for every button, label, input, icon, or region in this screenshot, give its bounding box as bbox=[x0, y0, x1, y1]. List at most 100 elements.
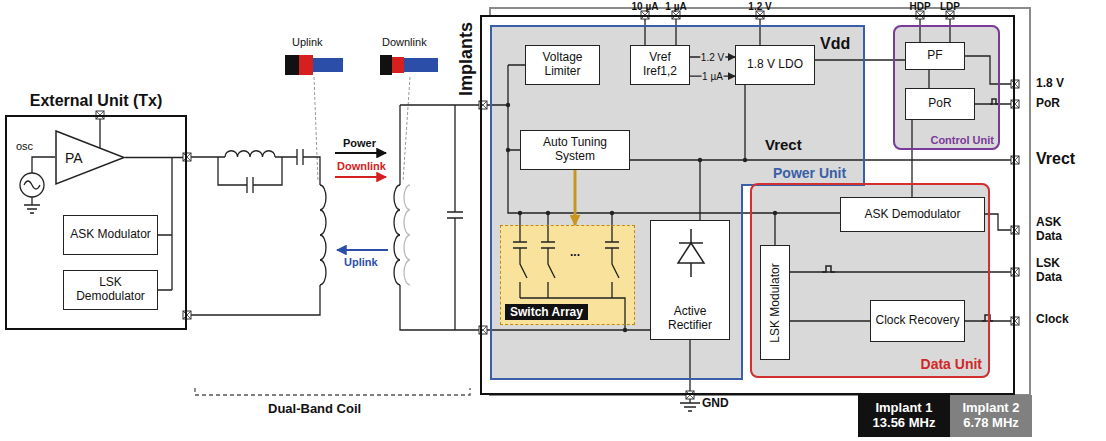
link-arrow bbox=[337, 249, 388, 251]
signal-label: ASK Data bbox=[1036, 216, 1084, 244]
signal-label: HDP bbox=[909, 1, 930, 13]
junction-dot bbox=[506, 148, 510, 152]
signal-label: 1.2 V bbox=[748, 1, 771, 13]
node-label: Auto Tuning System bbox=[524, 136, 626, 164]
signal-label: LSK Data bbox=[1036, 257, 1084, 285]
signal-label: osc bbox=[16, 140, 33, 153]
signal-label: Dual-Band Coil bbox=[268, 402, 361, 417]
pin-pad bbox=[96, 11, 1019, 399]
process-box: 1.8 V LDO bbox=[735, 45, 815, 85]
wire bbox=[20, 173, 44, 197]
signal-label: Downlink bbox=[382, 36, 427, 49]
coil-photo bbox=[285, 55, 438, 182]
signal-label: Vdd bbox=[820, 35, 850, 53]
implant-tab: Implant 1 13.56 MHz bbox=[858, 395, 950, 437]
junction-dot bbox=[773, 211, 777, 215]
link-arrow bbox=[335, 153, 388, 250]
link-arrow bbox=[335, 152, 386, 154]
signal-label: Uplink bbox=[292, 36, 323, 49]
junction-dot bbox=[698, 158, 702, 162]
signal-label: GND bbox=[702, 397, 729, 411]
pin-pad bbox=[1011, 226, 1019, 234]
coil-photo bbox=[313, 58, 343, 72]
signal-label: Uplink bbox=[344, 256, 378, 269]
node-label: Control Unit bbox=[930, 134, 994, 146]
coil-photo bbox=[285, 55, 299, 75]
pin-pad bbox=[1011, 268, 1019, 276]
node-label: LSK Demodulator bbox=[67, 276, 154, 304]
region-fill bbox=[750, 183, 990, 378]
signal-connector bbox=[928, 70, 929, 88]
coil-photo bbox=[404, 58, 438, 72]
wire bbox=[822, 99, 998, 321]
node-label: Implant 1 13.56 MHz bbox=[860, 401, 948, 431]
wire bbox=[320, 185, 326, 285]
wire bbox=[483, 298, 650, 330]
node-label: ASK Demodulator bbox=[864, 208, 960, 222]
coil-photo bbox=[299, 55, 313, 75]
amplifier-symbol: PA bbox=[55, 130, 125, 185]
signal-connector bbox=[815, 59, 905, 60]
pin-pad bbox=[183, 153, 191, 161]
process-box: Vref Iref1,2 bbox=[630, 45, 690, 85]
signal-label: LDP bbox=[940, 1, 960, 13]
process-box: LSK Modulator bbox=[760, 245, 790, 360]
wire bbox=[218, 157, 282, 193]
wire bbox=[32, 115, 187, 290]
wire bbox=[645, 15, 950, 45]
node-label: External Unit (Tx) bbox=[7, 92, 185, 110]
coil-photo bbox=[380, 55, 392, 75]
signal-label: PoR bbox=[1036, 97, 1060, 111]
node-label: Power Unit bbox=[773, 165, 846, 181]
signal-connector bbox=[911, 120, 912, 197]
node-label: LSK Modulator bbox=[768, 263, 782, 342]
process-box: Voltage Limiter bbox=[525, 45, 600, 85]
wire bbox=[20, 15, 1012, 411]
pin-pad bbox=[1011, 80, 1019, 88]
wire bbox=[447, 105, 463, 330]
process-box: Clock Recovery bbox=[870, 300, 965, 342]
pin-pad bbox=[1011, 100, 1019, 108]
wire bbox=[483, 65, 840, 213]
wire bbox=[680, 340, 700, 411]
chip-box: ImplantsPower UnitVoltage LimiterVref Ir… bbox=[480, 15, 1015, 395]
junction-dot bbox=[506, 103, 510, 107]
node-label: Vref Iref1,2 bbox=[634, 51, 686, 79]
process-box: LSK Demodulator bbox=[63, 270, 158, 310]
edge-label: 1.2 V bbox=[700, 52, 725, 63]
unit-region: Power Unit Voltage Limiter Vref Iref1,2 1.8… bbox=[490, 25, 865, 380]
unit-region: Data Unit ASK DemodulatorLSK Modulator Clo… bbox=[750, 183, 990, 378]
junction-dot bbox=[546, 211, 550, 215]
pin-pad bbox=[183, 311, 191, 319]
signal-label: Power bbox=[343, 137, 376, 150]
wire bbox=[187, 285, 320, 315]
region-fill bbox=[480, 15, 1015, 395]
process-box: Auto Tuning System bbox=[520, 130, 630, 170]
node-label: Implant 2 6.78 MHz bbox=[952, 401, 1030, 431]
wire bbox=[24, 197, 40, 213]
unit-region: Control UnitPFPoR bbox=[893, 25, 1000, 150]
coil-photo bbox=[314, 77, 410, 182]
node-label: PoR bbox=[928, 97, 951, 111]
node-label: 1.8 V LDO bbox=[747, 58, 803, 72]
junction-dot bbox=[743, 158, 747, 162]
pin-pad bbox=[1011, 156, 1019, 164]
signal-label: 1.8 V bbox=[1036, 77, 1064, 91]
process-box: PoR bbox=[905, 88, 975, 120]
wire bbox=[225, 151, 275, 157]
node-label: ASK Modulator bbox=[70, 228, 151, 242]
implant-tab: Implant 2 6.78 MHz bbox=[950, 395, 1032, 437]
region-fill bbox=[490, 8, 1030, 395]
process-box: ASK Demodulator bbox=[840, 197, 985, 232]
wire bbox=[195, 388, 470, 395]
node-label: Data Unit bbox=[921, 356, 982, 372]
junction-dot bbox=[623, 328, 627, 332]
signal-label: Vrect bbox=[765, 136, 802, 153]
coil-photo bbox=[392, 57, 404, 73]
signal-label: ... bbox=[570, 246, 580, 260]
link-arrow bbox=[335, 176, 386, 178]
wire bbox=[400, 105, 483, 330]
signal-connector bbox=[790, 320, 870, 321]
signal-label: Clock bbox=[1036, 313, 1069, 327]
node-label: Voltage Limiter bbox=[529, 51, 596, 79]
